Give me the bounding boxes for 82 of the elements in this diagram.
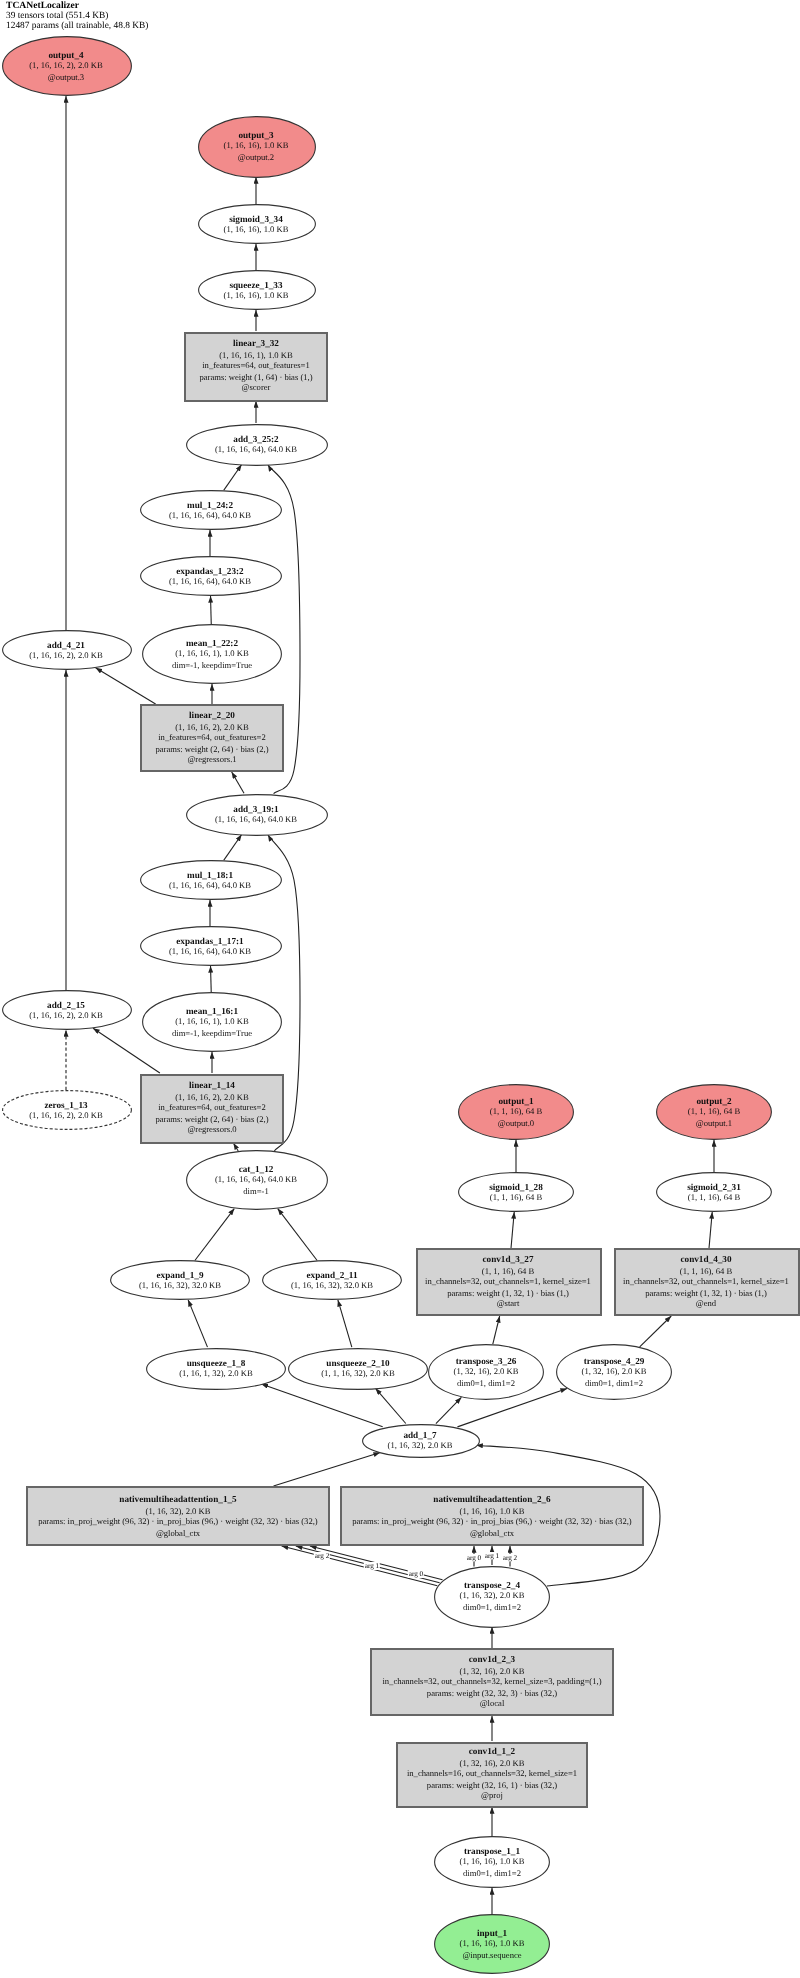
arrow: [95, 667, 157, 705]
arrow: [253, 309, 259, 332]
operation-ellipse: [434, 1565, 550, 1627]
operation-ellipse: [139, 860, 281, 900]
operation-ellipse: [288, 1347, 428, 1389]
operation-ellipse: [185, 423, 327, 465]
arrow: [510, 1211, 517, 1249]
arrow: [295, 1545, 441, 1584]
layer-box: [184, 331, 328, 401]
arrow: [209, 683, 215, 705]
operation-ellipse: [146, 1347, 286, 1389]
arrow: [277, 1208, 318, 1261]
layer-box: [415, 1248, 601, 1316]
operation-ellipse: [139, 556, 281, 596]
arrow: [711, 1139, 717, 1173]
arrow: [374, 1387, 407, 1425]
input-ellipse: [434, 1914, 550, 1974]
arrow: [207, 529, 213, 557]
output-ellipse: [656, 1084, 772, 1140]
operation-ellipse: [185, 1150, 327, 1210]
arrow: [456, 1387, 568, 1428]
output-ellipse: [458, 1084, 574, 1140]
operation-ellipse: [1, 630, 131, 670]
output-ellipse: [197, 115, 315, 177]
arrow: [435, 1396, 462, 1425]
arrow: [223, 834, 243, 861]
layer-box: [370, 1648, 614, 1716]
operation-ellipse: [142, 624, 282, 684]
operation-ellipse: [139, 490, 281, 530]
operation-ellipse: [197, 270, 315, 310]
arrow: [309, 1545, 444, 1581]
operation-ellipse: [458, 1172, 574, 1212]
layer-box: [613, 1248, 799, 1316]
operation-ellipse: [142, 992, 282, 1052]
arrow: [639, 1315, 672, 1348]
arrow: [492, 1315, 501, 1345]
arrow: [92, 1027, 161, 1074]
arrow: [63, 669, 69, 991]
arrow: [260, 1383, 384, 1428]
arrow: [208, 595, 214, 625]
arrow: [253, 176, 259, 205]
arrow: [272, 1451, 381, 1487]
layer-box: [396, 1741, 588, 1807]
arrow: [209, 1051, 215, 1074]
operation-ellipse: [197, 204, 315, 244]
arrow: [223, 464, 243, 491]
operation-ellipse: [1, 990, 131, 1030]
arrow: [337, 1299, 353, 1348]
operation-ellipse: [656, 1172, 772, 1212]
arrow: [232, 1142, 239, 1152]
output-ellipse: [1, 36, 131, 96]
layer-box: [26, 1486, 330, 1546]
arrow: [489, 1626, 495, 1649]
operation-ellipse: [434, 1836, 550, 1888]
operation-ellipse: [428, 1344, 544, 1400]
arrow: [187, 1299, 209, 1348]
layer-box: [140, 1073, 284, 1143]
arrow: [208, 965, 214, 993]
arrow: [207, 899, 213, 927]
arrow: [708, 1211, 715, 1249]
arrow: [194, 1208, 235, 1261]
arrow: [475, 1443, 661, 1587]
arrow: [489, 1887, 495, 1915]
arrow: [253, 243, 259, 271]
operation-ellipse: [556, 1344, 672, 1400]
operation-ellipse: [361, 1423, 479, 1457]
dashed-ellipse: [1, 1090, 131, 1130]
arrow: [489, 1806, 495, 1837]
arrow: [267, 834, 301, 1152]
operation-ellipse: [262, 1260, 402, 1300]
arrow: [253, 400, 259, 424]
arrow: [489, 1715, 495, 1742]
arrow: [63, 95, 69, 631]
arrow: [63, 1029, 69, 1091]
layer-box: [340, 1486, 644, 1546]
layer-box: [140, 704, 284, 772]
operation-ellipse: [139, 926, 281, 966]
arrow: [267, 464, 301, 795]
operation-ellipse: [185, 793, 327, 835]
arrow: [513, 1139, 519, 1173]
operation-ellipse: [110, 1260, 250, 1300]
arrow: [231, 771, 245, 794]
